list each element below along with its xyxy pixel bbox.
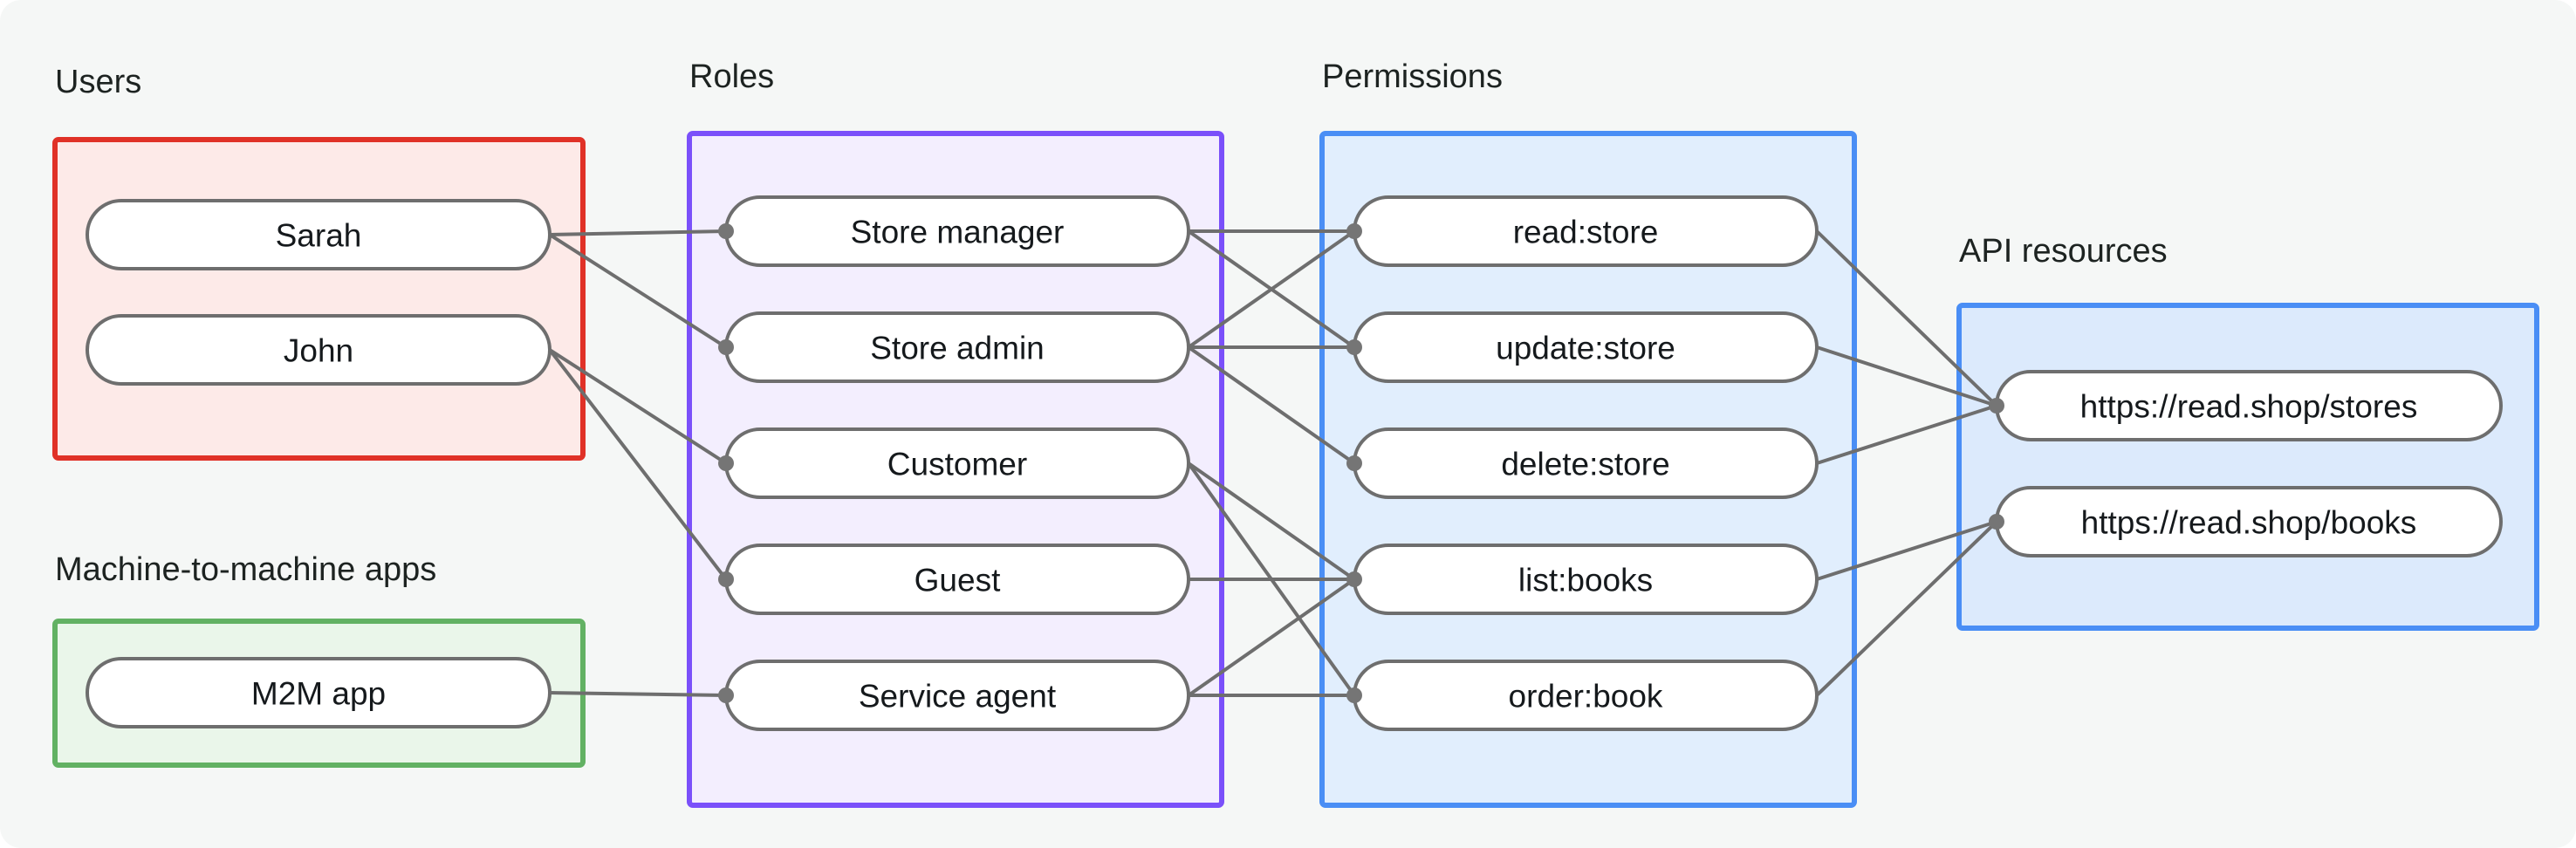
edge-endpoint-books-url (1989, 514, 2004, 530)
group-box-api-resources (1956, 303, 2539, 631)
node-label-store-admin: Store admin (870, 331, 1045, 366)
group-box-users (52, 137, 586, 461)
edge-endpoints-layer (718, 223, 2004, 703)
edge-sarah-to-store-manager (549, 229, 727, 236)
edge-delete-store-to-stores-url (1816, 404, 1997, 465)
edge-endpoint-stores-url (1989, 398, 2004, 414)
node-label-guest: Guest (915, 563, 1001, 598)
edge-endpoint-service-agent (718, 687, 734, 703)
group-label-permissions: Permissions (1322, 58, 1503, 95)
node-john[interactable] (86, 314, 552, 386)
node-label-m2m-app: M2M app (251, 676, 386, 712)
node-label-delete-store: delete:store (1501, 447, 1669, 482)
node-label-stores-url: https://read.shop/stores (2080, 389, 2418, 425)
node-m2m-app[interactable] (86, 657, 552, 728)
node-label-john: John (284, 333, 353, 369)
edge-endpoint-update-store (1346, 339, 1362, 355)
node-label-read-store: read:store (1513, 215, 1659, 250)
node-label-customer: Customer (887, 447, 1027, 482)
group-label-api-resources: API resources (1959, 233, 2168, 270)
edge-endpoint-customer (718, 455, 734, 471)
edge-m2m-app-to-service-agent (549, 691, 727, 697)
edge-list-books-to-books-url (1816, 520, 1997, 581)
edge-john-to-guest (548, 348, 728, 581)
node-label-list-books: list:books (1518, 563, 1653, 598)
node-label-store-manager: Store manager (851, 215, 1065, 250)
edge-john-to-customer (548, 348, 728, 465)
edge-update-store-to-stores-url (1816, 345, 1997, 407)
edge-order-book-to-books-url (1815, 520, 1998, 697)
group-label-m2m: Machine-to-machine apps (55, 551, 436, 588)
node-label-books-url: https://read.shop/books (2081, 505, 2417, 541)
edge-customer-to-list-books (1187, 462, 1356, 581)
edges-layer (548, 229, 1998, 697)
node-sarah[interactable] (86, 199, 552, 270)
edge-store-admin-to-read-store (1187, 229, 1356, 349)
edge-service-agent-to-list-books (1187, 578, 1356, 697)
node-label-order-book: order:book (1509, 679, 1663, 715)
edge-endpoint-read-store (1346, 223, 1362, 239)
node-label-update-store: update:store (1496, 331, 1675, 366)
edge-sarah-to-store-admin (548, 233, 728, 349)
edge-read-store-to-stores-url (1815, 229, 1998, 407)
node-label-service-agent: Service agent (859, 679, 1057, 715)
edge-endpoint-delete-store (1346, 455, 1362, 471)
edge-endpoint-guest (718, 571, 734, 587)
edge-endpoint-store-admin (718, 339, 734, 355)
edge-endpoint-order-book (1346, 687, 1362, 703)
edge-endpoint-store-manager (718, 223, 734, 239)
edge-endpoint-list-books (1346, 571, 1362, 587)
edge-store-admin-to-delete-store (1187, 345, 1356, 465)
group-label-users: Users (55, 64, 141, 100)
group-label-roles: Roles (689, 58, 774, 95)
node-label-sarah: Sarah (276, 218, 362, 254)
